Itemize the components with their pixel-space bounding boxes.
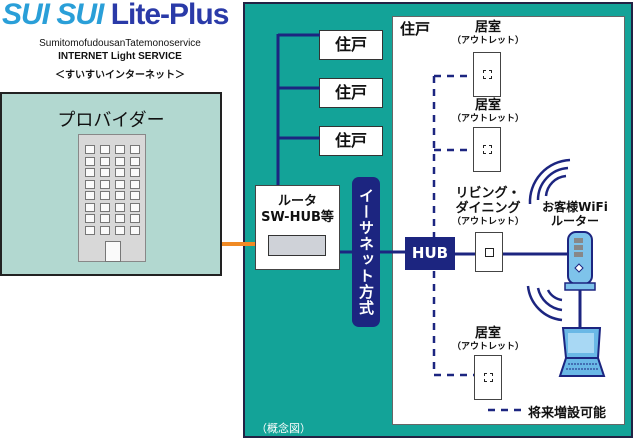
room-label: 居室 （アウトレット） (451, 326, 524, 352)
outlet-icon (473, 127, 501, 172)
building-window (100, 156, 110, 166)
router-sw-hub: ルータ SW-HUB等 (255, 185, 340, 270)
unit-box: 住戸 (319, 30, 383, 60)
building-window (100, 191, 110, 200)
unit-box: 住戸 (319, 126, 383, 156)
building-window (115, 202, 125, 212)
building-window (100, 202, 110, 212)
building-window (130, 156, 140, 166)
building-window (115, 214, 125, 223)
building-window (85, 168, 95, 177)
outlet-icon (475, 232, 503, 272)
outlet-icon (473, 52, 501, 97)
router-port (268, 235, 326, 256)
wifi-router-icon (564, 231, 596, 291)
unit-detail-title: 住戸 (400, 20, 431, 38)
living-dining-label: リビング・ ダイニング （アウトレット） (451, 186, 524, 227)
building-window (115, 191, 125, 200)
logo-service: INTERNET Light SERVICE (58, 51, 182, 62)
building-window (85, 145, 95, 154)
ethernet-method-label: イーサネット方式 (352, 177, 380, 327)
building-window (115, 156, 125, 166)
logo-nickname: ＜すいすいインターネット＞ (55, 70, 185, 81)
building-window (100, 179, 110, 189)
router-label: ルータ (277, 194, 317, 209)
room-label: 居室 （アウトレット） (451, 20, 524, 46)
building-window (85, 179, 95, 189)
outlet-icon (474, 355, 502, 400)
building-window (85, 191, 95, 200)
diagram-caption: （概念図） (256, 422, 311, 435)
unit-box: 住戸 (319, 78, 383, 108)
logo-company: SumitomofudousanTatemonoservice (39, 38, 201, 49)
hub-box: HUB (405, 237, 455, 270)
wifi-router-label: お客様WiFi ルーター (542, 200, 608, 228)
building-door (105, 241, 121, 262)
legend-future-expansion: 将来増設可能 (528, 406, 607, 421)
building-window (115, 225, 125, 235)
logo-wordmark: SUI SUI Lite-Plus (2, 0, 229, 31)
building-window (115, 179, 125, 189)
building-window (130, 179, 140, 189)
building-window (130, 214, 140, 223)
logo: SUI SUI Lite-Plus SumitomofudousanTatemo… (2, 0, 238, 84)
building-window (130, 225, 140, 235)
room-label: 居室 （アウトレット） (451, 98, 524, 124)
building-window (85, 225, 95, 235)
provider-title: プロバイダー (57, 110, 165, 131)
building-window (100, 168, 110, 177)
provider-box: プロバイダー (0, 92, 222, 276)
laptop-icon (558, 327, 606, 377)
switch-label: SW-HUB等 (261, 210, 334, 225)
office-building-icon (78, 134, 146, 262)
building-window (115, 145, 125, 154)
building-window (85, 156, 95, 166)
building-window (130, 168, 140, 177)
building-window (130, 202, 140, 212)
building-window (130, 145, 140, 154)
building-window (100, 145, 110, 154)
building-window (130, 191, 140, 200)
building-window (85, 202, 95, 212)
building-window (115, 168, 125, 177)
building-window (100, 225, 110, 235)
building-window (85, 214, 95, 223)
wifi-waves-icon (526, 158, 571, 322)
building-window (100, 214, 110, 223)
future-lines (432, 74, 526, 412)
